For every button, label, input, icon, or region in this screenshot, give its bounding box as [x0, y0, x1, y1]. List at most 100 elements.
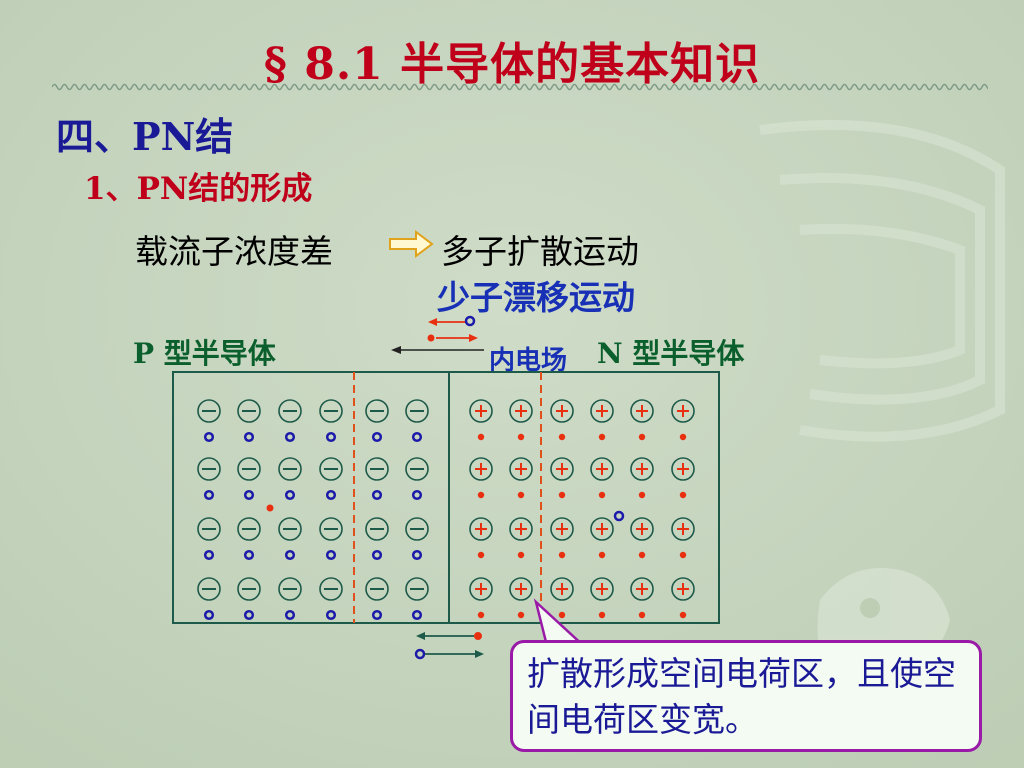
electron-icon [477, 611, 485, 619]
bottom-carrier-arrows [414, 632, 484, 660]
donor-ion-icon [509, 517, 533, 541]
donor-ion-icon [671, 517, 695, 541]
electron-icon [598, 433, 606, 441]
electron-icon [477, 491, 485, 499]
majority-diffusion-text: 多子扩散运动 [441, 232, 639, 271]
electron-icon [558, 491, 566, 499]
acceptor-ion-icon [365, 457, 389, 481]
donor-ion-icon [671, 457, 695, 481]
electron-icon [558, 551, 566, 559]
electron-icon [679, 491, 687, 499]
hole-icon [325, 609, 337, 621]
hole-icon [414, 648, 426, 660]
acceptor-ion-icon [237, 457, 261, 481]
page-title: § 8.1 半导体的基本知识 [263, 39, 761, 90]
donor-ion-icon [590, 399, 614, 423]
electron-icon [517, 551, 525, 559]
arrow-left-icon [391, 346, 484, 354]
donor-ion-icon [590, 457, 614, 481]
electron-icon [558, 433, 566, 441]
electron-icon [474, 632, 482, 640]
p-type-label: P 型半导体 [133, 337, 276, 370]
electron-icon [679, 551, 687, 559]
electron-icon [517, 433, 525, 441]
acceptor-ion-icon [237, 517, 261, 541]
hole-icon [371, 431, 383, 443]
donor-ion-icon [509, 457, 533, 481]
electron-icon [679, 611, 687, 619]
acceptor-ion-icon [319, 399, 343, 423]
electron-icon [679, 433, 687, 441]
hole-icon [203, 609, 215, 621]
acceptor-ion-icon [237, 399, 261, 423]
acceptor-ion-icon [197, 457, 221, 481]
acceptor-ion-icon [197, 399, 221, 423]
electron-icon [638, 551, 646, 559]
donor-ion-icon [630, 399, 654, 423]
donor-ion-icon [550, 457, 574, 481]
electron-icon [558, 611, 566, 619]
electron-icon [427, 334, 435, 342]
acceptor-ion-icon [278, 517, 302, 541]
callout-box: 扩散形成空间电荷区，且使空间电荷区变宽。 [510, 640, 982, 752]
hole-icon [243, 609, 255, 621]
donor-ion-icon [590, 577, 614, 601]
hole-icon [411, 549, 423, 561]
minority-drift-text: 少子漂移运动 [437, 278, 635, 317]
hole-icon [203, 489, 215, 501]
electron-icon [638, 611, 646, 619]
electron-icon [517, 491, 525, 499]
acceptor-ion-icon [319, 577, 343, 601]
acceptor-ion-icon [365, 517, 389, 541]
donor-ion-icon [509, 399, 533, 423]
hole-icon [284, 431, 296, 443]
donor-ion-icon [509, 577, 533, 601]
hole-icon [203, 549, 215, 561]
hole-icon [284, 489, 296, 501]
acceptor-ion-icon [319, 457, 343, 481]
hole-icon [325, 549, 337, 561]
hole-icon [411, 609, 423, 621]
donor-ion-icon [469, 577, 493, 601]
electron-icon [266, 504, 274, 512]
electron-icon [517, 611, 525, 619]
acceptor-ion-icon [197, 517, 221, 541]
hole-icon [411, 431, 423, 443]
double-arrow-icon [389, 230, 434, 258]
lattice-ions [197, 399, 695, 621]
top-carrier-arrows [427, 315, 478, 342]
electron-icon [598, 491, 606, 499]
acceptor-ion-icon [405, 577, 429, 601]
hole-icon [411, 489, 423, 501]
acceptor-ion-icon [278, 577, 302, 601]
carrier-concentration-text: 载流子浓度差 [135, 232, 333, 271]
hole-icon [613, 510, 625, 522]
hole-icon [284, 609, 296, 621]
donor-ion-icon [469, 517, 493, 541]
donor-ion-icon [671, 577, 695, 601]
section-heading: 四、PN结 [56, 114, 234, 159]
acceptor-ion-icon [237, 577, 261, 601]
electron-icon [638, 491, 646, 499]
acceptor-ion-icon [405, 457, 429, 481]
electron-icon [638, 433, 646, 441]
hole-icon [284, 549, 296, 561]
donor-ion-icon [630, 457, 654, 481]
electron-icon [477, 433, 485, 441]
semiconductor-box [172, 371, 720, 624]
hole-icon [371, 549, 383, 561]
electron-icon [598, 611, 606, 619]
acceptor-ion-icon [365, 399, 389, 423]
acceptor-ion-icon [405, 517, 429, 541]
donor-ion-icon [590, 517, 614, 541]
hole-icon [203, 431, 215, 443]
donor-ion-icon [469, 399, 493, 423]
electron-icon [598, 551, 606, 559]
callout-pointer-join [544, 643, 594, 648]
n-type-label: N 型半导体 [597, 337, 745, 370]
electron-icon [477, 551, 485, 559]
acceptor-ion-icon [319, 517, 343, 541]
hole-icon [371, 609, 383, 621]
